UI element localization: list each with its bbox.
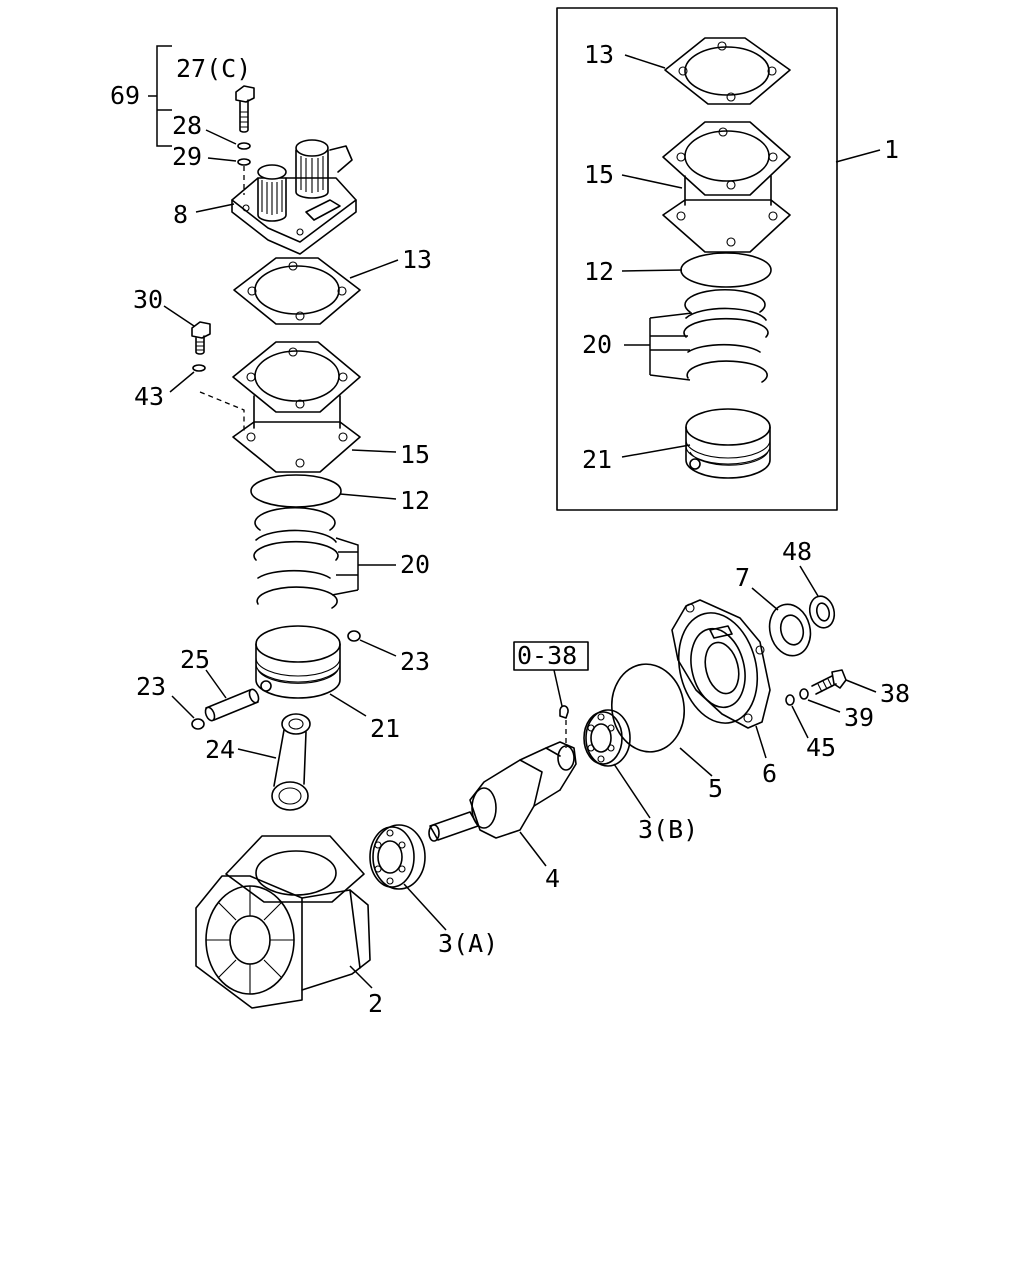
label-43: 43 (134, 382, 164, 411)
label-23-left: 23 (136, 672, 166, 701)
kit-piston-rings-20 (683, 288, 769, 383)
seal-48 (808, 595, 836, 629)
label-7: 7 (735, 563, 750, 592)
label-13: 13 (402, 245, 432, 274)
label-5: 5 (708, 774, 723, 803)
label-o38: 0-38 (517, 641, 577, 670)
label-29: 29 (172, 142, 202, 171)
ref-box-o38 (513, 641, 589, 671)
label-38: 38 (880, 679, 910, 708)
label-24: 24 (205, 735, 235, 764)
kit-piston-21 (685, 408, 771, 479)
cylinder-head-8 (231, 139, 357, 255)
label-27c: 27(C) (176, 54, 251, 83)
oil-seal-7 (768, 603, 812, 657)
kit-label-15: 15 (584, 160, 614, 189)
cylinder-15 (232, 341, 361, 473)
snapring-23-right (347, 630, 361, 642)
label-6: 6 (762, 759, 777, 788)
gasket-13 (233, 257, 361, 325)
crankcase-2 (195, 835, 371, 1009)
label-2: 2 (368, 989, 383, 1018)
label-45: 45 (806, 733, 836, 762)
kit-label-13: 13 (584, 40, 614, 69)
bearing-cover-6 (671, 599, 771, 729)
label-3b: 3(B) (638, 815, 698, 844)
kit-cylinder-15 (662, 121, 791, 253)
label-39: 39 (844, 703, 874, 732)
kit-label-21: 21 (582, 445, 612, 474)
key-o38 (559, 705, 569, 719)
piston-rings-20 (253, 506, 339, 609)
label-8: 8 (173, 200, 188, 229)
washer-45 (785, 694, 795, 706)
connecting-rod-24 (271, 713, 311, 811)
bearing-3a (369, 824, 426, 890)
crankshaft-4 (428, 741, 577, 842)
snapring-23-left (191, 718, 205, 730)
piston-pin-25 (204, 688, 260, 722)
bolt-30 (191, 321, 211, 355)
label-12: 12 (400, 486, 430, 515)
label-4: 4 (545, 864, 560, 893)
kit-oring-12 (680, 252, 772, 288)
label-48: 48 (782, 537, 812, 566)
washer-39 (799, 688, 809, 700)
label-21: 21 (370, 714, 400, 743)
kit-label-20: 20 (582, 330, 612, 359)
label-15: 15 (400, 440, 430, 469)
washer-43 (192, 364, 206, 372)
piston-21 (255, 625, 341, 699)
kit-box: 13 15 12 20 21 (556, 7, 881, 511)
bolt-38 (811, 669, 847, 695)
oring-12 (250, 474, 342, 508)
label-3a: 3(A) (438, 929, 498, 958)
label-23-right: 23 (400, 647, 430, 676)
oring-5 (611, 663, 685, 753)
label-69: 69 (110, 81, 140, 110)
label-28: 28 (172, 111, 202, 140)
kit-label-12: 12 (584, 257, 614, 286)
label-1: 1 (884, 135, 899, 164)
washer-29 (237, 158, 251, 166)
bracket-69: 69 27(C) 28 29 (110, 45, 251, 171)
bolt-27 (235, 85, 255, 133)
kit-gasket-13 (664, 37, 791, 105)
label-30: 30 (133, 285, 163, 314)
washer-28 (237, 142, 251, 150)
label-20: 20 (400, 550, 430, 579)
label-25: 25 (180, 645, 210, 674)
